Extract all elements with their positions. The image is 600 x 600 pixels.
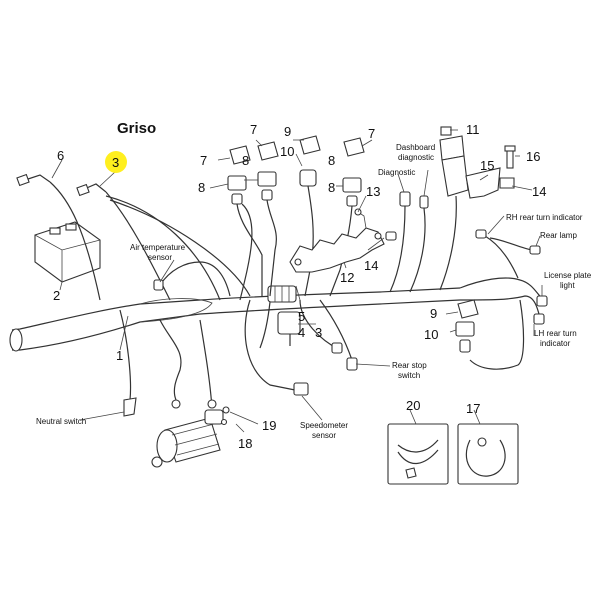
part-num-17: 17 xyxy=(466,401,480,416)
part-num-7-c: 7 xyxy=(368,126,375,141)
part-num-18: 18 xyxy=(238,436,252,451)
part-num-12: 12 xyxy=(340,270,354,285)
battery-cables xyxy=(16,173,251,301)
part-num-2: 2 xyxy=(53,288,60,303)
part-num-11: 11 xyxy=(466,122,480,137)
part-num-10-a: 10 xyxy=(280,144,294,159)
part-num-3-b: 3 xyxy=(315,325,322,340)
label-neutral-switch: Neutral switch xyxy=(36,417,86,426)
part-num-14-a: 14 xyxy=(364,258,378,273)
part-num-1: 1 xyxy=(116,348,123,363)
part-num-20: 20 xyxy=(406,398,420,413)
bracket-15 xyxy=(465,145,516,199)
neutral-switch xyxy=(119,309,182,417)
part-num-8-a: 8 xyxy=(198,180,205,195)
label-air-temp-1: Air temperature xyxy=(130,243,186,252)
label-license-1: License plate xyxy=(544,271,592,280)
component-labels: Air temperature sensor Dashboard diagnos… xyxy=(36,143,592,440)
label-rh-rear-turn: RH rear turn indicator xyxy=(506,213,583,222)
part-num-14-b: 14 xyxy=(532,184,546,199)
part-num-10-b: 10 xyxy=(424,327,438,342)
label-rear-stop-1: Rear stop xyxy=(392,361,427,370)
part-num-4: 4 xyxy=(298,325,305,340)
label-rear-lamp: Rear lamp xyxy=(540,231,577,240)
part-num-8-d: 8 xyxy=(328,153,335,168)
label-rear-stop-2: switch xyxy=(398,371,420,380)
label-license-2: light xyxy=(560,281,575,290)
relay-right xyxy=(455,299,479,353)
label-diagnostic: Diagnostic xyxy=(378,168,415,177)
part-num-8-b: 8 xyxy=(242,153,249,168)
part-num-13: 13 xyxy=(366,184,380,199)
label-lh-rear-turn-1: LH rear turn xyxy=(534,329,577,338)
part-numbers: 6 3 2 1 7 7 7 8 8 8 8 9 10 13 14 12 11 1… xyxy=(53,122,546,451)
part-num-6: 6 xyxy=(57,148,64,163)
part-num-5: 5 xyxy=(298,309,305,324)
part-num-15: 15 xyxy=(480,158,494,173)
part-num-9-a: 9 xyxy=(284,124,291,139)
part-num-3-highlighted: 3 xyxy=(112,155,119,170)
part-num-8-c: 8 xyxy=(328,180,335,195)
diagnostic-connectors xyxy=(389,126,469,293)
label-dashboard-1: Dashboard xyxy=(396,143,435,152)
part-num-19: 19 xyxy=(262,418,276,433)
label-speedometer-2: sensor xyxy=(312,431,336,440)
main-harness xyxy=(9,287,461,352)
diagram-title: Griso xyxy=(117,120,157,137)
clamp-17 xyxy=(457,423,519,485)
battery xyxy=(34,221,101,283)
air-temperature-sensor xyxy=(153,261,231,297)
label-dashboard-2: diagnostic xyxy=(398,153,434,162)
clip-20 xyxy=(387,423,449,485)
label-air-temp-2: sensor xyxy=(148,253,172,262)
connector-4-5 xyxy=(259,285,301,349)
part-num-7-b: 7 xyxy=(200,153,207,168)
speedometer-sensor xyxy=(244,299,309,396)
highlight-circle xyxy=(105,151,127,173)
part-num-7-a: 7 xyxy=(250,122,257,137)
label-lh-rear-turn-2: indicator xyxy=(540,339,571,348)
label-speedometer-1: Speedometer xyxy=(300,421,348,430)
starter-motor xyxy=(151,319,230,468)
part-num-9-b: 9 xyxy=(430,306,437,321)
relay-cluster xyxy=(227,135,365,301)
part-num-16: 16 xyxy=(526,149,540,164)
rear-wiring xyxy=(459,229,548,370)
rear-stop-switch xyxy=(299,299,358,371)
bracket-12 xyxy=(289,208,397,273)
leader-lines xyxy=(51,129,543,433)
